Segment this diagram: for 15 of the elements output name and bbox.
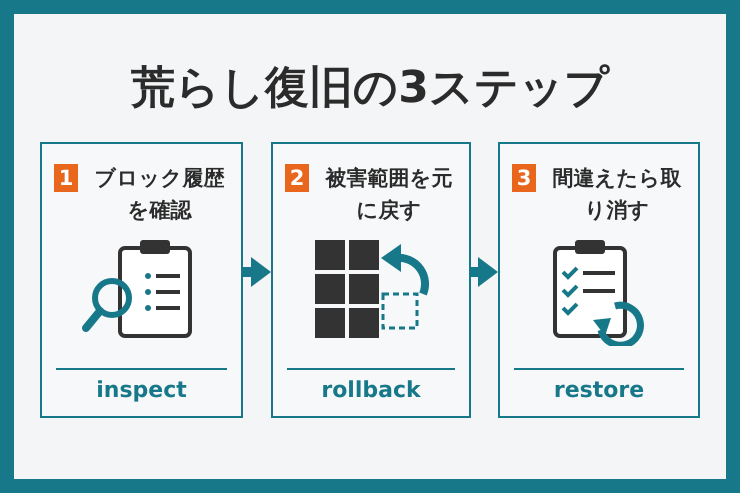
step-card	[271, 142, 471, 418]
step-number: 3	[512, 164, 536, 192]
step-number: 2	[285, 164, 309, 192]
step-heading: 被害範囲を元に戻す	[324, 165, 454, 224]
arrow	[471, 257, 498, 287]
step-label: restore	[552, 378, 646, 403]
step-label: inspect	[95, 378, 188, 403]
step-heading: 間違えたら取り消す	[552, 165, 682, 224]
step-label: rollback	[320, 378, 422, 403]
step-card	[40, 142, 243, 418]
step-heading: ブロック履歴を確認	[94, 165, 226, 224]
step-number: 1	[54, 164, 78, 192]
arrow	[243, 257, 271, 287]
title: 荒らし復旧の3ステップ	[130, 61, 611, 115]
step-card	[498, 142, 700, 418]
